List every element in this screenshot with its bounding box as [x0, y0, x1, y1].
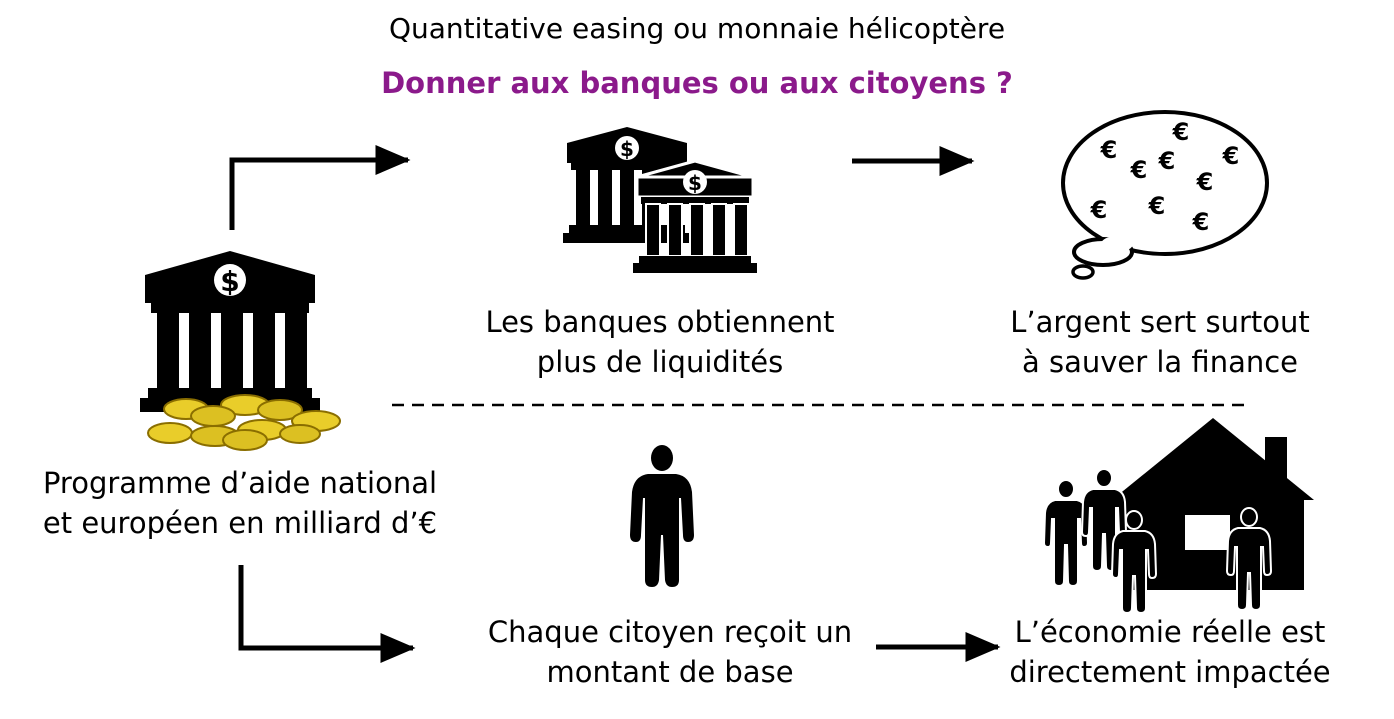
svg-text:$: $: [620, 137, 634, 161]
banks-label-line1: Les banques obtiennent: [485, 305, 835, 339]
euro-symbol: €: [1196, 168, 1214, 196]
arrow-to-citizen: [238, 565, 416, 663]
euro-symbol: €: [1130, 156, 1148, 184]
svg-text:$: $: [688, 171, 702, 195]
bank-with-coins-icon: $: [140, 251, 341, 451]
euro-symbol: €: [1192, 208, 1210, 236]
euro-symbol: €: [1100, 136, 1118, 164]
finance-label: L’argent sert surtout à sauver la financ…: [930, 302, 1390, 382]
diagram-subtitle: Donner aux banques ou aux citoyens ?: [381, 66, 1013, 100]
citizen-label-line2: montant de base: [546, 655, 794, 689]
central-bank-label-line1: Programme d’aide national: [42, 466, 438, 500]
euro-symbol: €: [1172, 118, 1190, 146]
house-with-people-icon: [1042, 418, 1314, 615]
euro-symbol: €: [1148, 192, 1166, 220]
banks-label: Les banques obtiennent plus de liquidité…: [430, 302, 890, 382]
thought-bubble-euros-icon: € € € € € € € € €: [1061, 110, 1269, 280]
citizen-label: Chaque citoyen reçoit un montant de base: [440, 612, 900, 692]
person-icon: [630, 445, 694, 587]
central-bank-label-line2: et européen en milliard d’€: [42, 506, 438, 540]
economy-label-line2: directement impactée: [1009, 655, 1331, 689]
two-banks-icon: $ $: [563, 127, 757, 273]
central-bank-label: Programme d’aide national et européen en…: [20, 463, 460, 543]
euro-symbol: €: [1090, 196, 1108, 224]
euro-symbol: €: [1158, 147, 1176, 175]
svg-text:$: $: [220, 265, 239, 298]
diagram-title: Quantitative easing ou monnaie hélicoptè…: [388, 12, 1006, 45]
finance-label-line2: à sauver la finance: [1021, 345, 1299, 379]
citizen-label-line1: Chaque citoyen reçoit un: [487, 615, 853, 649]
euro-symbol: €: [1222, 142, 1240, 170]
arrow-to-banks: [229, 145, 411, 230]
banks-label-line2: plus de liquidités: [536, 345, 784, 379]
economy-label-line1: L’économie réelle est: [1014, 615, 1326, 649]
finance-label-line1: L’argent sert surtout: [1010, 305, 1310, 339]
economy-label: L’économie réelle est directement impact…: [950, 612, 1390, 692]
